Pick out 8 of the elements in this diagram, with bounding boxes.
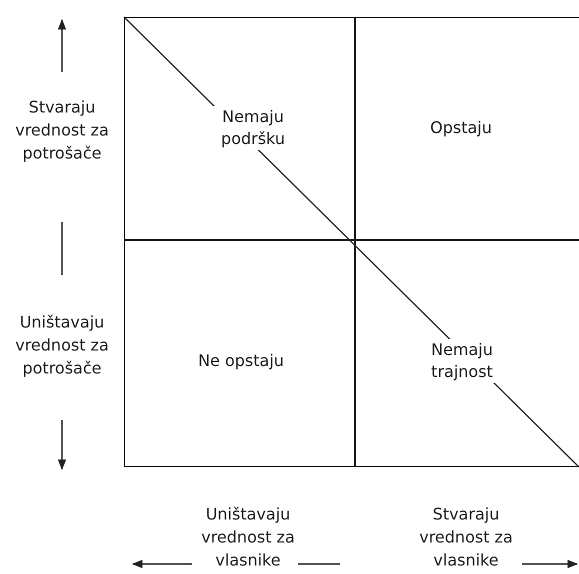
- matrix-quadrant: [355, 240, 579, 467]
- axis-label: Stvaraju vrednost za vlasnike: [418, 504, 514, 572]
- matrix-quadrant: [124, 17, 355, 240]
- axis-label: Uništavaju vrednost za vlasnike: [200, 504, 296, 572]
- matrix-quadrant: [124, 240, 355, 467]
- axis-label: Stvaraju vrednost za potrošače: [14, 96, 110, 164]
- matrix-quadrant: [355, 17, 579, 240]
- axis-label: Uništavaju vrednost za potrošače: [14, 312, 110, 380]
